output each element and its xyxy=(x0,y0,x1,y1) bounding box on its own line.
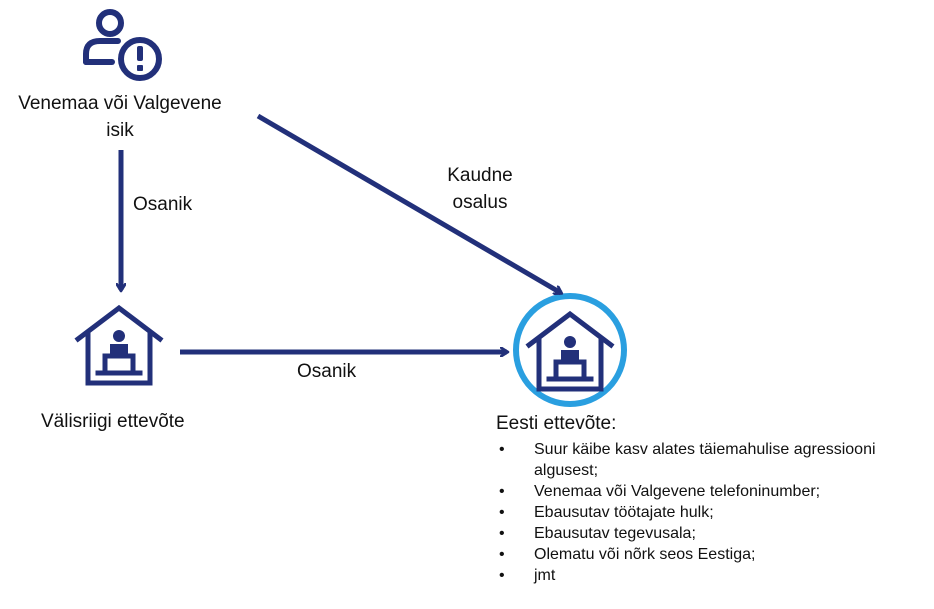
person-label: Venemaa või Valgevene isik xyxy=(0,90,240,144)
list-item-line1: Venemaa või Valgevene telefoninumber; xyxy=(534,483,821,500)
list-item: • Venemaa või Valgevene telefoninumber; xyxy=(496,481,932,502)
list-item-line1: Ebausutav töötajate hulk; xyxy=(534,504,714,521)
edge-label-foreign-to-estonian: Osanik xyxy=(297,361,357,382)
list-item: • Olematu või nõrk seos Eestiga; xyxy=(496,544,932,565)
edge-label-indirect-line1: Kaudne xyxy=(447,165,513,186)
bullet: • xyxy=(499,483,505,500)
edge-label-person-to-foreign: Osanik xyxy=(133,194,193,215)
person-alert-icon xyxy=(83,9,162,81)
bullet: • xyxy=(499,567,505,584)
list-item-line1: jmt xyxy=(534,567,556,584)
list-item-line1: Ebausutav tegevusala; xyxy=(534,525,696,542)
list-item: • Suur käibe kasv alates täiemahulise ag… xyxy=(496,439,932,481)
bullet: • xyxy=(499,525,505,542)
list-item: • Ebausutav tegevusala; xyxy=(496,523,932,544)
estonian-company-highlight-ring xyxy=(513,293,627,407)
bullet: • xyxy=(499,546,505,563)
foreign-company-building-icon xyxy=(74,304,164,386)
estonian-company-building-icon xyxy=(525,310,615,392)
edge-label-person-to-estonian: Kaudne osalus xyxy=(440,162,520,216)
estonian-company-figure xyxy=(561,336,579,361)
list-item: • Ebausutav töötajate hulk; xyxy=(496,502,932,523)
arrow-person-to-estonian xyxy=(256,113,561,296)
foreign-company-label: Välisriigi ettevõte xyxy=(41,411,185,432)
bullet: • xyxy=(499,504,505,521)
list-item-line1: Olematu või nõrk seos Eestiga; xyxy=(534,546,756,563)
list-item-line2: algusest; xyxy=(534,462,599,479)
list-item-line1: Suur käibe kasv alates täiemahulise agre… xyxy=(534,441,876,458)
edge-label-indirect-line2: osalus xyxy=(452,192,508,213)
bullet: • xyxy=(499,441,505,458)
foreign-company-figure xyxy=(110,330,128,355)
alert-mark xyxy=(137,46,143,71)
risk-indicator-list: • Suur käibe kasv alates täiemahulise ag… xyxy=(496,439,932,586)
estonian-company-title: Eesti ettevõte: xyxy=(496,413,617,434)
list-item: • jmt xyxy=(496,565,932,586)
person-label-line1: Venemaa või Valgevene xyxy=(18,93,222,114)
person-label-line2: isik xyxy=(106,120,134,141)
estonian-company-info: Eesti ettevõte: • Suur käibe kasv alates… xyxy=(496,412,932,586)
